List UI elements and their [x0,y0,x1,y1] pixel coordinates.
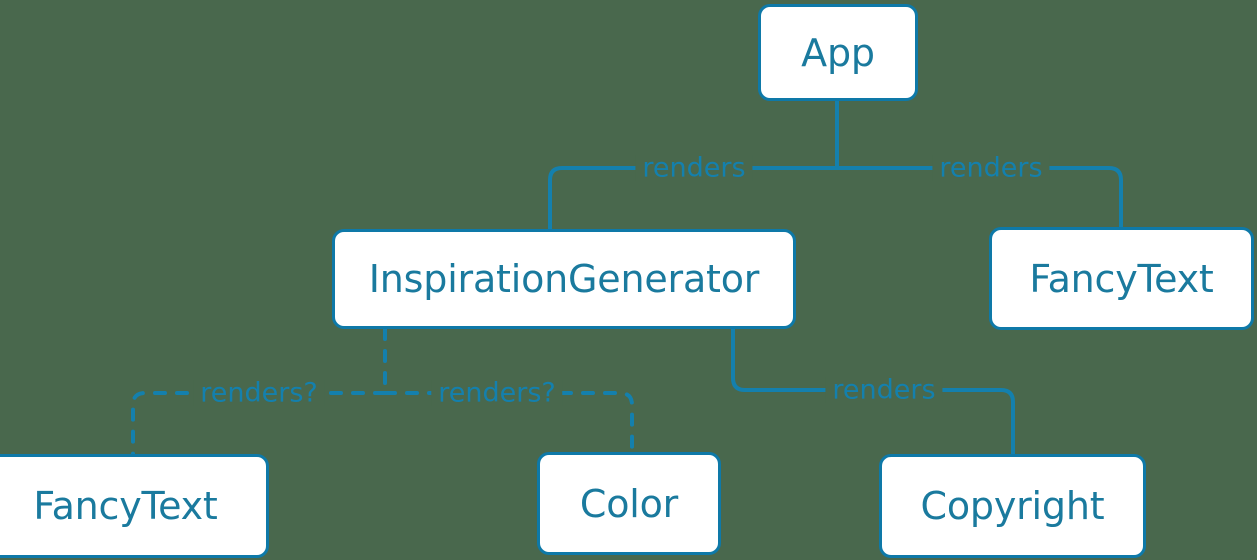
node-copyright[interactable]: Copyright [879,454,1146,558]
edge-app-to-fancytext [835,166,1123,229]
node-fancytext-bottom[interactable]: FancyText [0,454,269,558]
node-inspirationgenerator[interactable]: InspirationGenerator [332,229,796,329]
edge-label-app-to-fancytext: renders [932,154,1050,182]
node-inspirationgenerator-label: InspirationGenerator [368,257,760,301]
node-color[interactable]: Color [537,452,721,555]
edge-label-inspirationgenerator-to-color: renders? [431,379,563,407]
node-app-label: App [801,30,875,75]
node-color-label: Color [579,481,679,526]
edge-inspirationgenerator-to-fancytext-optional [131,391,387,456]
node-fancytext-bottom-label: FancyText [33,484,218,528]
node-copyright-label: Copyright [920,484,1105,528]
node-fancytext-top-label: FancyText [1029,256,1214,301]
edge-label-inspirationgenerator-to-copyright: renders [825,376,943,404]
edge-app-to-inspirationgenerator [548,166,839,231]
edge-inspirationgenerator-to-color-optional [383,391,634,454]
node-app[interactable]: App [758,4,918,101]
node-fancytext-top[interactable]: FancyText [989,227,1254,330]
edge-label-inspirationgenerator-to-fancytext: renders? [193,379,325,407]
edge-label-app-to-inspirationgenerator: renders [635,154,753,182]
